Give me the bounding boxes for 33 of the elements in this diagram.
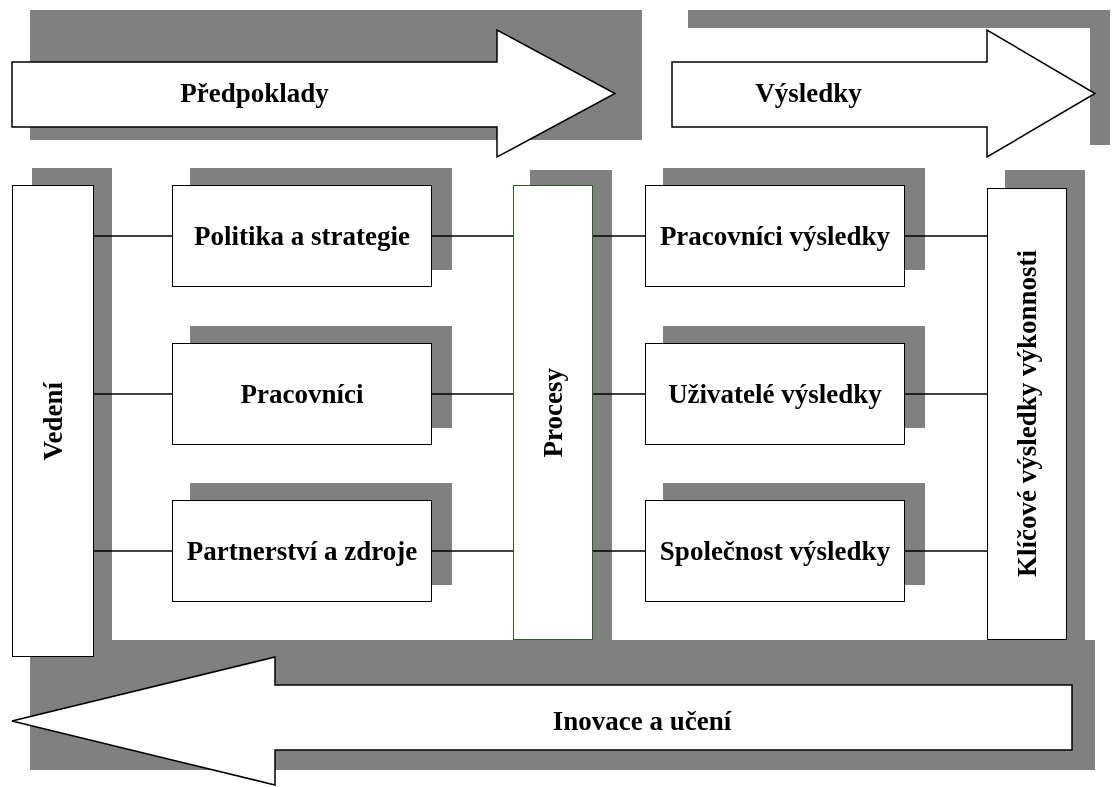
connector-line — [431, 393, 514, 395]
connector-line — [592, 393, 646, 395]
process-box — [645, 343, 905, 445]
label-text: Vedení — [36, 381, 69, 461]
connector-line — [904, 235, 988, 237]
vertical-box — [987, 188, 1067, 640]
label-text: Předpoklady — [180, 77, 329, 110]
connector-line — [904, 393, 988, 395]
connector-line — [592, 235, 646, 237]
label-text: Pracovníci výsledky — [659, 219, 891, 253]
vertical-box — [513, 185, 593, 640]
label-text: Procesy — [536, 367, 569, 458]
label-text: Inovace a učení — [552, 704, 732, 738]
label-text: Uživatelé výsledky — [668, 377, 882, 411]
vertical-box — [12, 185, 94, 657]
connector-line — [431, 235, 514, 237]
connector-line — [904, 550, 988, 552]
process-box — [172, 343, 432, 445]
process-box — [172, 500, 432, 602]
connector-line — [431, 550, 514, 552]
label-text: Politika a strategie — [194, 219, 410, 253]
label-text: Partnerství a zdroje — [186, 534, 418, 568]
process-box — [645, 185, 905, 287]
process-box — [645, 500, 905, 602]
connector-line — [93, 550, 173, 552]
connector-line — [93, 235, 173, 237]
label-text: Společnost výsledky — [659, 534, 891, 568]
connector-line — [592, 550, 646, 552]
label-text: Výsledky — [755, 77, 862, 110]
label-text: Pracovníci — [240, 377, 364, 411]
connector-line — [93, 393, 173, 395]
process-box — [172, 185, 432, 287]
label-text: Klíčové výsledky výkonnosti — [1010, 250, 1043, 578]
